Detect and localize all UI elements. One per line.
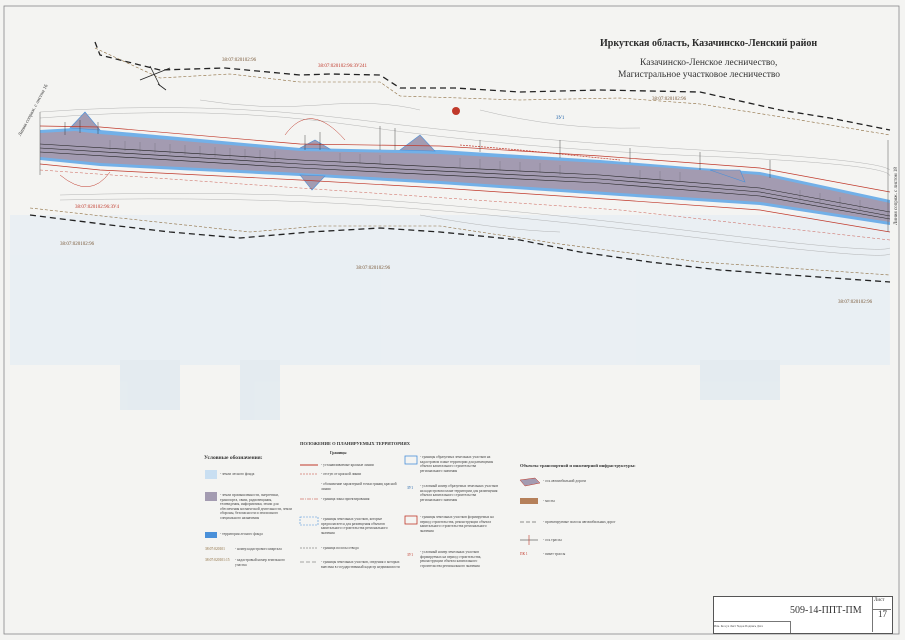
legend2-item: - границы земельных участков, которые пр… <box>321 517 388 535</box>
legend2-header: ПОЛОЖЕНИЕ О ПЛАНИРУЕМЫХ ТЕРРИТОРИЯХ <box>300 441 410 446</box>
legend-item: - территория лесного фонда <box>220 532 263 536</box>
scan-artifacts <box>10 215 890 420</box>
title-forestry: Казачинско-Ленское лесничество, <box>640 58 778 68</box>
legend4-item: - ось автомобильной дороги <box>543 479 586 483</box>
legend4-code: ПК 1 <box>520 552 528 556</box>
legend-bridge <box>520 498 538 504</box>
legend-code: 38:07:020101 <box>205 547 225 551</box>
cadastral-label: 38:07:020102:96 <box>60 242 95 247</box>
legend2-item: - устанавливаемые красные линии <box>321 463 374 467</box>
picket-ticks <box>64 120 771 178</box>
legend3-item: - условный номер образуемых земельных уч… <box>420 484 499 502</box>
legend-item: - кадастровый номер земельного участка <box>235 558 285 567</box>
cadastral-label: 38:07:020102:96:ЗУ241 <box>318 64 367 69</box>
cadastral-label: 38:07:020102:96:ЗУ4 <box>75 205 119 210</box>
legend-item: - земли лесного фонда <box>220 472 255 476</box>
zone-label: ЗУ1 <box>556 116 565 121</box>
legend-symbols <box>205 455 541 563</box>
legend2-subheader: Границы <box>330 450 347 455</box>
title-region: Иркутская область, Казачинско-Ленский ра… <box>600 38 818 49</box>
legend2-item: - обозначение характерной точки границ к… <box>321 482 397 491</box>
cadastral-boundary-top <box>94 41 891 131</box>
legend-item: - номер кадастрового квартала <box>235 547 282 551</box>
legend4-item: - ось трассы <box>543 538 562 542</box>
road-axes <box>39 143 891 220</box>
stamp-row: Изм. Кол.уч Лист №док Подпись Дата <box>714 624 763 628</box>
legend-swatch-forest-territory <box>205 532 217 538</box>
legend4-item: - проектируемые полосы автомобильных дор… <box>543 520 616 524</box>
legend2-item: - граница полосы отвода <box>321 546 359 550</box>
legend4-item: - пикет трассы <box>543 552 566 556</box>
legend-code: 38:07:020101:15 <box>205 558 230 562</box>
legend3-code: ЗУ1 <box>407 486 414 490</box>
title-district: Магистральное участковое лесничество <box>618 70 781 80</box>
legend4-item: - мосты <box>543 499 555 503</box>
legend-header: Условные обозначения: <box>204 455 263 461</box>
cadastral-label: 38:07:020102:96 <box>652 97 687 102</box>
legend2-item: - границы земельных участков, сведения о… <box>321 560 400 569</box>
cadastral-boundary-bottom <box>29 214 891 283</box>
legend2-item: - граница зоны проектирования <box>321 497 370 501</box>
title-block <box>713 596 893 634</box>
north-arrow-icon <box>139 65 171 91</box>
cadastral-label: 38:07:020102:96 <box>356 266 391 271</box>
red-lines <box>39 118 891 233</box>
sheet-number: 17 <box>878 609 887 619</box>
legend4-header: Объекты транспортной и инженерной инфрас… <box>520 463 636 468</box>
road-hatching <box>109 140 861 210</box>
legend-road-axis <box>519 477 541 487</box>
legend2-item: - отступ от красной линии <box>321 472 362 476</box>
legend-swatch-industry <box>205 492 217 501</box>
legend3-item: - условный номер земельных участков форм… <box>420 550 482 568</box>
cadastral-label: 38:07:020102:96 <box>222 58 257 63</box>
contours <box>39 99 891 256</box>
legend3-item: - границы образуемых земельных участков … <box>420 455 494 473</box>
right-edge-label: Линия сопряж. с листом 18 <box>894 167 899 225</box>
offset-red-dash <box>39 169 891 241</box>
brown-line-top <box>94 47 891 136</box>
drawing-code: 509-14-ППТ-ПМ <box>790 605 862 616</box>
legend-swatch-forest <box>205 470 217 479</box>
sheet-label: Лист <box>874 598 885 603</box>
marker-icon <box>452 107 460 115</box>
sheet-frame <box>3 5 900 635</box>
cadastral-label: 38:07:020102:96 <box>838 300 873 305</box>
legend3-code: ЗУ1 <box>407 553 414 557</box>
brown-line-bottom <box>29 207 891 276</box>
legend3-item: - границы земельных участков формируемых… <box>420 515 494 533</box>
legend-item: - земли промышленности, энергетики, тран… <box>220 493 292 520</box>
